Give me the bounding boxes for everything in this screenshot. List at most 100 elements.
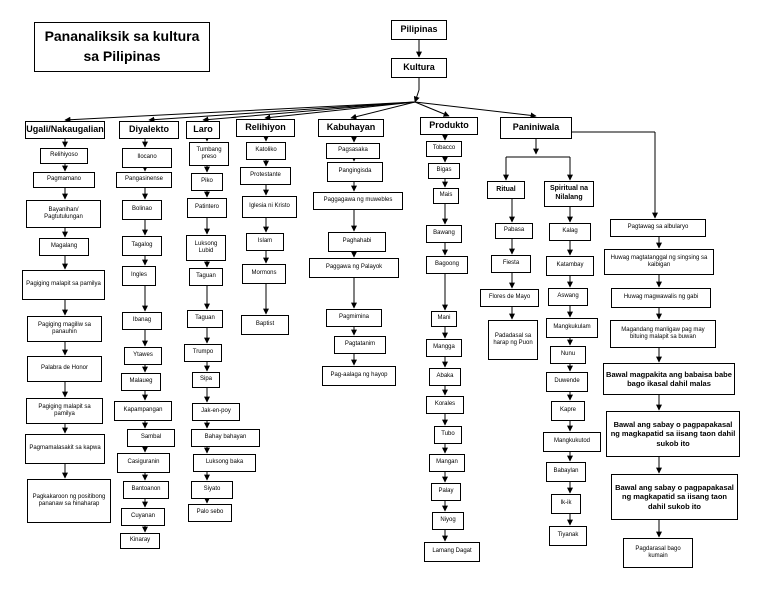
connector-arrow bbox=[350, 101, 416, 120]
relihiyon-item: Islam bbox=[246, 233, 284, 251]
ugali-item: Relihiyoso bbox=[40, 148, 88, 164]
laro-item: Jak-en-poy bbox=[192, 403, 240, 421]
ugali-item: Magalang bbox=[39, 238, 89, 256]
connector-arrow bbox=[414, 101, 537, 119]
spiritual-item: Mangkukutod bbox=[543, 432, 601, 452]
kabuhayan-item: Pangingisda bbox=[327, 162, 383, 182]
kabuhayan-item: Pagtatanim bbox=[334, 336, 386, 354]
paniniwala-item: Bawal ang sabay o pagpapakasal ng magkap… bbox=[606, 411, 740, 457]
subgroup-spiritual: Spiritual na Nilalang bbox=[544, 181, 594, 207]
laro-item: Patintero bbox=[187, 198, 227, 218]
spiritual-item: Babaylan bbox=[546, 462, 586, 482]
spiritual-item: Kalag bbox=[549, 223, 591, 241]
category-diyalekto: Diyalekto bbox=[119, 121, 179, 139]
kabuhayan-item: Pagsasaka bbox=[326, 143, 380, 159]
produkto-item: Palay bbox=[431, 483, 461, 501]
paniniwala-item: Magandang manligaw pag may bituing malap… bbox=[610, 320, 716, 348]
produkto-item: Bagoong bbox=[426, 256, 468, 274]
laro-item: Siyato bbox=[191, 481, 233, 499]
category-paniniwala: Paniniwala bbox=[500, 117, 572, 139]
diyalekto-item: Ilocano bbox=[122, 148, 172, 168]
laro-item: Palo sebo bbox=[188, 504, 232, 522]
spiritual-item: Tiyanak bbox=[549, 526, 587, 546]
produkto-item: Mangga bbox=[426, 339, 462, 357]
relihiyon-item: Baptist bbox=[241, 315, 289, 335]
ugali-item: Pagmamalasakit sa kapwa bbox=[25, 434, 105, 464]
category-relihiyon: Relihiyon bbox=[236, 119, 295, 137]
kabuhayan-item: Paggagawa ng muwebles bbox=[313, 192, 403, 210]
spiritual-item: Kapre bbox=[551, 401, 585, 421]
ritual-item: Pabasa bbox=[495, 223, 533, 239]
paniniwala-item: Bawal ang sabay o pagpapakasal ng magkap… bbox=[611, 474, 738, 520]
diyalekto-item: Kapampangan bbox=[114, 401, 172, 421]
diyalekto-item: Ingles bbox=[122, 266, 156, 286]
produkto-item: Mani bbox=[431, 311, 457, 327]
produkto-item: Bigas bbox=[428, 163, 460, 179]
diyalekto-item: Sambal bbox=[127, 429, 175, 447]
diagram-title: Pananaliksik sa kultura sa Pilipinas bbox=[34, 22, 210, 72]
spiritual-item: Mangkukulam bbox=[546, 318, 598, 338]
diyalekto-item: Tagalog bbox=[122, 236, 162, 256]
kabuhayan-item: Paggawa ng Palayok bbox=[309, 258, 399, 278]
kabuhayan-item: Pag-aalaga ng hayop bbox=[322, 366, 396, 386]
ugali-item: Pagkakaroon ng positibong pananaw sa hin… bbox=[27, 479, 111, 523]
category-ugali: Ugali/Nakaugalian bbox=[25, 121, 105, 139]
relihiyon-item: Katoliko bbox=[246, 142, 286, 160]
paniniwala-item: Pagdarasal bago kumain bbox=[623, 538, 693, 568]
ritual-item: Padadasal sa harap ng Puon bbox=[488, 320, 538, 360]
produkto-item: Niyog bbox=[432, 512, 464, 530]
laro-item: Trumpo bbox=[184, 344, 222, 362]
kabuhayan-item: Pagmimina bbox=[326, 309, 382, 327]
connector-arrow bbox=[148, 101, 416, 123]
category-laro: Laro bbox=[186, 121, 220, 139]
root-node: Pilipinas bbox=[391, 20, 447, 40]
connector-arrow bbox=[414, 101, 450, 117]
connector-arrow bbox=[202, 101, 416, 123]
produkto-item: Mangan bbox=[429, 454, 465, 472]
produkto-item: Tubo bbox=[434, 426, 462, 444]
laro-item: Luksong baka bbox=[193, 454, 256, 472]
ugali-item: Pagmamano bbox=[33, 172, 95, 188]
spiritual-item: Aswang bbox=[548, 288, 588, 306]
paniniwala-item: Huwag magwawalis ng gabi bbox=[611, 288, 711, 308]
produkto-item: Abaka bbox=[429, 368, 461, 386]
laro-item: Tumbang preso bbox=[189, 142, 229, 166]
laro-item: Bahay bahayan bbox=[191, 429, 260, 447]
spiritual-item: Ik-ik bbox=[551, 494, 581, 514]
produkto-item: Bawang bbox=[426, 225, 462, 243]
diyalekto-item: Kinaray bbox=[120, 533, 160, 549]
ugali-item: Pagiging magiliw sa panauhin bbox=[27, 316, 102, 342]
laro-item: Luksong Lubid bbox=[186, 235, 226, 261]
produkto-item: Korales bbox=[426, 396, 464, 414]
produkto-item: Tobacco bbox=[426, 141, 462, 157]
category-produkto: Produkto bbox=[420, 117, 478, 135]
connector-arrow bbox=[413, 89, 420, 103]
ugali-item: Palabra de Honor bbox=[27, 356, 102, 382]
connector-arrow bbox=[264, 101, 416, 121]
spiritual-item: Duwende bbox=[546, 372, 588, 392]
ugali-item: Pagiging malapit sa pamilya bbox=[22, 270, 105, 300]
ugali-item: Bayanihan/ Pagtutulungan bbox=[26, 200, 101, 228]
paniniwala-item: Huwag magtatanggal ng singsing sa kaibig… bbox=[604, 249, 714, 275]
diyalekto-item: Cuyanan bbox=[121, 508, 165, 526]
category-kabuhayan: Kabuhayan bbox=[318, 119, 384, 137]
diyalekto-item: Ytawes bbox=[124, 347, 162, 365]
spiritual-item: Nunu bbox=[550, 346, 586, 364]
relihiyon-item: Iglesia ni Kristo bbox=[242, 196, 297, 218]
ritual-item: Flores de Mayo bbox=[480, 289, 539, 307]
kultura-node: Kultura bbox=[391, 58, 447, 78]
diyalekto-item: Casiguranin bbox=[117, 453, 170, 473]
paniniwala-item: Bawal magpakita ang babaisa babe bago ik… bbox=[603, 363, 735, 395]
diyalekto-item: Bolinao bbox=[122, 200, 162, 220]
produkto-item: Mais bbox=[433, 188, 459, 204]
paniniwala-item: Pagtawag sa albularyo bbox=[610, 219, 706, 237]
diyalekto-item: Bantoanon bbox=[123, 481, 169, 499]
relihiyon-item: Protestante bbox=[240, 167, 291, 185]
subgroup-ritual: Ritual bbox=[487, 181, 525, 199]
diyalekto-item: Ibanag bbox=[122, 312, 162, 330]
ugali-item: Pagiging malapit sa pamilya bbox=[26, 398, 103, 424]
diyalekto-item: Malaueg bbox=[121, 373, 161, 391]
spiritual-item: Katambay bbox=[546, 256, 594, 276]
